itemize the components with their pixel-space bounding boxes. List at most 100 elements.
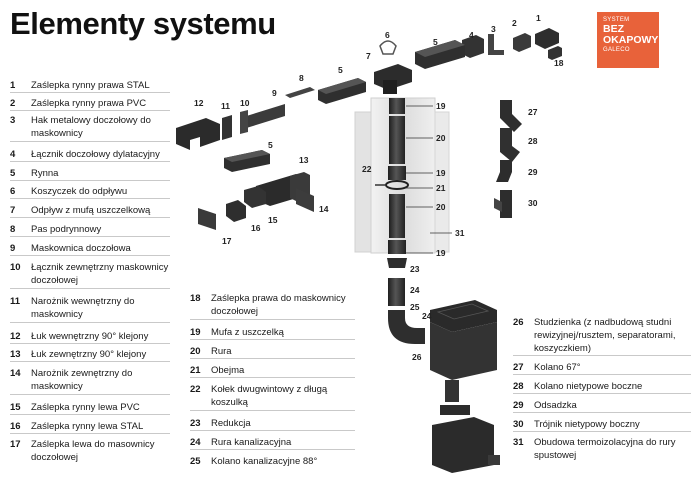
downpipe-assembly xyxy=(375,98,409,254)
offset-fitting xyxy=(496,160,512,182)
outlet-basket-icon xyxy=(379,40,397,55)
legend-num: 6 xyxy=(10,186,16,197)
legend-num: 20 xyxy=(190,346,201,357)
elbow-67 xyxy=(500,100,522,132)
legend-num: 2 xyxy=(10,98,16,109)
legend-num: 28 xyxy=(513,381,524,392)
callout-2: 2 xyxy=(512,18,517,28)
legend-text: Zaślepka lewa do masownicy doczołowej xyxy=(31,439,155,463)
callout-29: 29 xyxy=(528,167,538,177)
legend-text: Rura kanalizacyjna xyxy=(211,437,292,448)
callout-1: 1 xyxy=(536,13,541,23)
legend-item: 29 Odsadzka xyxy=(513,399,691,413)
legend-num: 5 xyxy=(10,168,16,179)
callout-12: 12 xyxy=(194,98,204,108)
end-cap-left-steel xyxy=(226,200,246,222)
callout-16: 16 xyxy=(251,223,261,233)
gutter-top xyxy=(415,40,465,69)
callout-19c: 19 xyxy=(436,248,446,258)
legend-text: Narożnik wewnętrzny do maskownicy xyxy=(31,296,135,320)
callout-3: 3 xyxy=(491,24,496,34)
legend-text: Redukcja xyxy=(211,418,251,429)
callout-5b: 5 xyxy=(338,65,343,75)
legend-text: Maskownica doczołowa xyxy=(31,243,131,254)
legend-num: 7 xyxy=(10,205,16,216)
legend-num: 18 xyxy=(190,293,201,304)
legend-text: Narożnik zewnętrzny do maskownicy xyxy=(31,368,133,392)
callout-30: 30 xyxy=(528,198,538,208)
legend-text: Łuk zewnętrzny 90° klejony xyxy=(31,349,147,360)
inner-bend-90 xyxy=(176,118,220,150)
legend-text: Kolano kanalizacyjne 88° xyxy=(211,456,318,467)
callout-19a: 19 xyxy=(436,101,446,111)
callout-28: 28 xyxy=(528,136,538,146)
outlet-socket xyxy=(374,64,412,94)
logo-line-2: BEZ xyxy=(603,23,624,35)
end-cap-left-pvc xyxy=(244,186,266,208)
legend-num: 12 xyxy=(10,331,21,342)
legend-num: 27 xyxy=(513,362,524,373)
legend-num: 31 xyxy=(513,437,524,448)
fascia-outer-connector xyxy=(222,115,232,140)
side-tee-nonstandard xyxy=(494,190,512,218)
callout-9: 9 xyxy=(272,88,277,98)
fascia-outer-corner xyxy=(296,188,314,212)
sewer-pipe xyxy=(388,278,405,306)
legend-text: Odsadzka xyxy=(534,400,577,411)
callout-21: 21 xyxy=(436,183,446,193)
legend-text: Obejma xyxy=(211,365,245,376)
callout-19b: 19 xyxy=(436,168,446,178)
legend-num: 10 xyxy=(10,262,21,273)
callout-25: 25 xyxy=(410,302,420,312)
callout-14: 14 xyxy=(319,204,329,214)
callout-27: 27 xyxy=(528,107,538,117)
legend-text: Rura xyxy=(211,346,232,357)
inspection-chamber xyxy=(430,300,500,473)
legend-text: Łącznik doczołowy dylatacyjny xyxy=(31,149,160,160)
under-gutter-strip xyxy=(285,87,315,98)
legend-num: 22 xyxy=(190,384,201,395)
legend-text: Zaślepka prawa do maskownicy doczołowej xyxy=(211,293,346,317)
legend-item: 20 Rura xyxy=(190,345,355,359)
fascia-cover xyxy=(240,104,285,130)
logo-line-3: OKAPOWY xyxy=(603,34,659,46)
expansion-connector xyxy=(462,35,484,58)
callout-5c: 5 xyxy=(268,140,273,150)
callout-24a: 24 xyxy=(410,285,420,295)
callout-13: 13 xyxy=(299,155,309,165)
legend-item: 18 Zaślepka prawa do maskownicy doczołowe… xyxy=(190,292,355,320)
legend-item: 31 Obudowa termoizolacyjna do rury spusto… xyxy=(513,436,691,464)
callout-20a: 20 xyxy=(436,133,446,143)
legend-num: 8 xyxy=(10,224,16,235)
legend-num: 23 xyxy=(190,418,201,429)
legend-text: Studzienka (z nadbudową studni rewizyjne… xyxy=(534,317,676,354)
callout-10: 10 xyxy=(240,98,250,108)
logo-line-4: GALECO xyxy=(603,47,630,53)
legend-num: 29 xyxy=(513,400,524,411)
legend-num: 16 xyxy=(10,421,21,432)
callout-18: 18 xyxy=(554,58,564,68)
callout-8: 8 xyxy=(299,73,304,83)
legend-text: Obudowa termoizolacyjna do rury spustowe… xyxy=(534,437,676,461)
callout-11: 11 xyxy=(221,101,230,111)
legend-num: 30 xyxy=(513,419,524,430)
callout-20b: 20 xyxy=(436,202,446,212)
